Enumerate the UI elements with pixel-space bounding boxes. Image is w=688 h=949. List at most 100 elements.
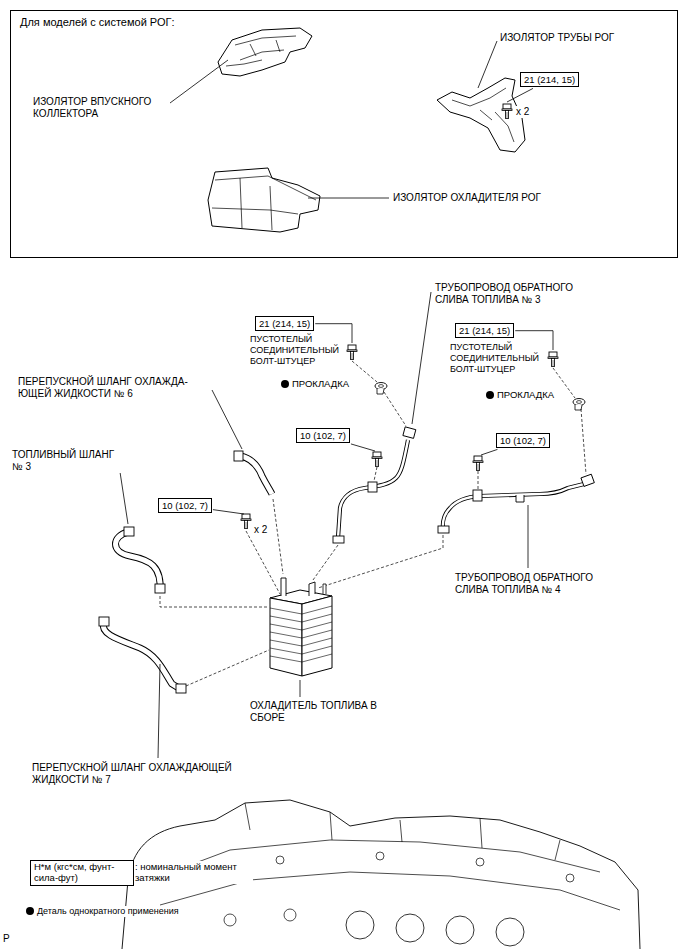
- bypass-hose-6: [240, 456, 272, 494]
- engine-bore: [496, 918, 524, 946]
- quantity-note: x 2: [516, 106, 529, 118]
- hollow-bolt: [548, 352, 558, 367]
- single-use-mark: [486, 391, 494, 399]
- part-name: ОХЛАДИТЕЛЬ ТОПЛИВА В СБОРЕ: [250, 700, 378, 724]
- dash-line: [273, 499, 283, 574]
- gasket: [573, 399, 585, 411]
- engine-bolt: [566, 874, 574, 882]
- bolt: [502, 104, 512, 119]
- torque-value: 10 (102, 7): [300, 430, 346, 441]
- hose-clamp: [99, 617, 109, 626]
- part-name: ПУСТОТЕЛЫЙ СОЕДИНИТЕЛЬНЫЙ БОЛТ-ШТУЦЕР: [450, 342, 546, 374]
- egr-pipe-insulator: [437, 78, 525, 152]
- single-use-mark: [281, 380, 289, 388]
- part-name: ПЕРЕПУСКНОЙ ШЛАНГ ОХЛАЖДА-ЮЩЕЙ ЖИДКОСТИ …: [18, 376, 210, 400]
- fuel-cooler-stud: [323, 584, 326, 594]
- dash-line: [318, 535, 443, 588]
- leader-line: [158, 664, 160, 758]
- part-name: ТОПЛИВНЫЙ ШЛАНГ № 3: [12, 449, 126, 473]
- pipe-bracket: [473, 490, 482, 501]
- bolt: [241, 514, 251, 529]
- leader-line: [478, 41, 497, 88]
- fuel-cooler-fins: [270, 606, 332, 662]
- leader-line: [300, 680, 301, 697]
- dash-line: [186, 650, 269, 686]
- torque-value: 10 (102, 7): [162, 500, 208, 511]
- hose-clamp: [124, 527, 134, 536]
- leader-line: [170, 60, 228, 103]
- engine-bolt: [476, 858, 484, 866]
- leader-line: [351, 444, 375, 451]
- dash-line: [553, 368, 586, 474]
- gasket: [375, 383, 387, 395]
- torque-spec-box: 21 (214, 15): [255, 316, 314, 331]
- engine-bolt: [276, 856, 284, 864]
- part-name: ПРОКЛАДКА: [497, 389, 554, 400]
- hose-clamp: [176, 684, 186, 693]
- part-name: ПРОКЛАДКА: [292, 378, 349, 389]
- fuel-return-pipe-3-inner: [338, 440, 408, 538]
- legend-unit-text: Н*м (кгс*см, фунт-сила-фут): [34, 862, 130, 884]
- fuel-return-pipe-3: [338, 440, 408, 538]
- leader-line: [412, 292, 431, 424]
- torque-value: 21 (214, 15): [259, 318, 310, 329]
- torque-spec-box: 10 (102, 7): [296, 428, 350, 443]
- bolt: [473, 456, 483, 471]
- torque-value: 21 (214, 15): [459, 325, 510, 336]
- hose-clamp: [155, 584, 165, 593]
- legend-torque-box: Н*м (кгс*см, фунт-сила-фут): [30, 860, 134, 886]
- torque-spec-box: 10 (102, 7): [158, 498, 212, 513]
- engine-outline: [122, 800, 640, 949]
- fuel-hose-3: [116, 532, 161, 592]
- pipe-branch: [516, 495, 524, 502]
- leader-line: [528, 505, 529, 568]
- torque-spec-box: 10 (102, 7): [496, 433, 550, 448]
- leader-line: [213, 510, 244, 514]
- engine-bolt: [224, 914, 236, 926]
- fuel-return-pipe-4: [443, 484, 584, 530]
- dash-line: [374, 467, 377, 481]
- part-name: ИЗОЛЯТОР ОХЛАДИТЕЛЯ РОГ: [393, 192, 541, 204]
- intake-insulator-detail: [226, 36, 296, 66]
- engine-detail: [150, 803, 620, 910]
- engine-bore: [396, 914, 424, 942]
- torque-spec-box: 21 (214, 15): [455, 323, 514, 338]
- dash-line: [160, 596, 269, 607]
- part-name: ИЗОЛЯТОР ТРУБЫ РОГ: [500, 32, 614, 44]
- part-name: ПУСТОТЕЛЫЙ СОЕДИНИТЕЛЬНЫЙ БОЛТ-ШТУЦЕР: [250, 334, 346, 366]
- fuel-return-pipe-4-inner: [443, 484, 584, 530]
- hose-clamp: [438, 526, 449, 533]
- legend-text: : номинальный момент затяжки: [135, 861, 253, 884]
- part-name: ИЗОЛЯТОР ВПУСКНОГО КОЛЛЕКТОРА: [33, 96, 168, 120]
- leader-line: [507, 88, 533, 102]
- egr-pipe-insulator-detail: [452, 88, 514, 142]
- dash-line: [313, 545, 338, 580]
- hollow-bolt: [347, 345, 357, 360]
- figure-code: P: [3, 933, 10, 945]
- fuel-cooler-side: [302, 596, 332, 676]
- intake-insulator: [218, 28, 312, 76]
- engine-bore: [446, 916, 474, 944]
- pipe-fitting: [581, 474, 594, 486]
- legend-swatch: [26, 907, 34, 915]
- legend-entry: Деталь однократного применения: [26, 906, 179, 917]
- engine-bore: [346, 911, 374, 939]
- engine-bolt: [284, 909, 296, 921]
- torque-value: 10 (102, 7): [500, 435, 546, 446]
- variant-frame: Для моделей с системой РОГ: 21 (214, 15): [10, 10, 678, 258]
- dash-line: [478, 471, 479, 489]
- dash-line: [246, 531, 280, 594]
- engine-bolt: [376, 852, 384, 860]
- pipe-bracket: [368, 482, 377, 492]
- quantity-note: x 2: [254, 524, 267, 536]
- frame-heading: Для моделей с системой РОГ:: [20, 16, 175, 29]
- legend-text: Деталь однократного применения: [37, 906, 179, 917]
- fuel-cooler-pipe: [281, 578, 315, 596]
- bypass-hose-7: [103, 624, 182, 690]
- bypass-hose-7-inner: [103, 624, 182, 690]
- torque-spec-box: 21 (214, 15): [520, 72, 579, 87]
- leader-line: [212, 390, 242, 449]
